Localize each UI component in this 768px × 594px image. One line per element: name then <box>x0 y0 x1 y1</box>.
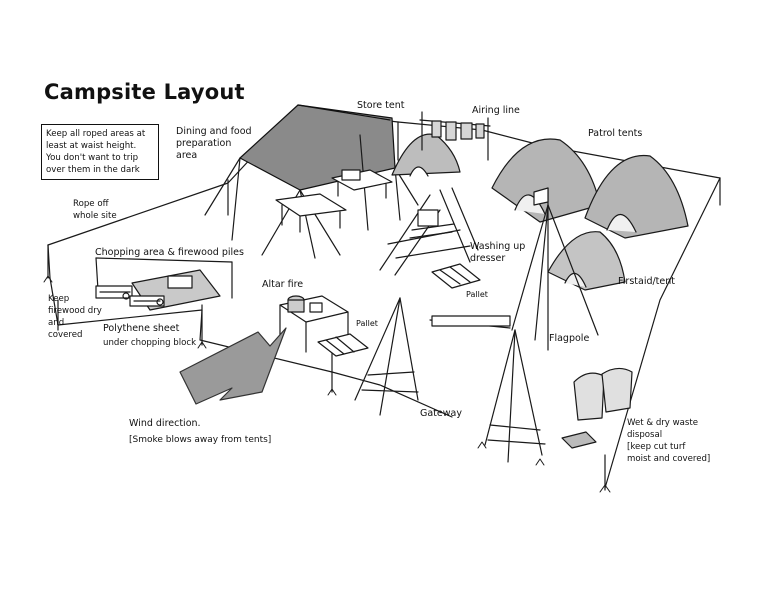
label-store-tent: Store tent <box>357 100 405 111</box>
label-altar-fire: Altar fire <box>262 279 304 290</box>
pallet-dresser <box>431 263 481 289</box>
label-pallet-dresser: Pallet <box>466 290 488 299</box>
label-patrol-tents: Patrol tents <box>588 128 643 139</box>
pallet-altar <box>317 333 369 357</box>
label-keep-firewood: Keep firewood dry and covered <box>48 294 102 340</box>
washing-up-dresser <box>379 187 479 276</box>
ground-tufts <box>43 275 611 493</box>
wind-arrow <box>179 327 287 405</box>
label-flagpole: Flagpole <box>549 333 590 344</box>
patrol-tents <box>491 138 689 239</box>
firstaid-tent <box>547 231 626 291</box>
label-dining-area: Dining and food preparation area <box>176 126 252 161</box>
label-washing-up: Washing up dresser <box>470 241 526 264</box>
label-smoke-note: [Smoke blows away from tents] <box>129 435 272 445</box>
label-airing-line: Airing line <box>472 105 520 116</box>
label-wind-direction: Wind direction. <box>129 418 201 429</box>
label-waste-disposal: Wet & dry waste disposal [keep cut turf … <box>627 418 711 464</box>
dining-shelter <box>204 104 419 259</box>
chopping-area <box>95 257 233 311</box>
flagpole <box>511 187 599 351</box>
gateway <box>354 297 546 463</box>
waste-bins <box>561 367 633 449</box>
airing-line <box>419 111 491 161</box>
label-gateway: Gateway <box>420 408 462 419</box>
altar-fire <box>279 295 349 353</box>
page-title: Campsite Layout <box>44 80 245 104</box>
label-rope-off: Rope off whole site <box>73 199 117 221</box>
label-under-chopping: under chopping block <box>103 338 197 348</box>
safety-note: Keep all roped areas at least at waist h… <box>41 124 159 180</box>
label-chopping-area: Chopping area & firewood piles <box>95 247 244 258</box>
label-polythene-sheet: Polythene sheet <box>103 323 180 334</box>
label-firstaid-tent: Firstaid/tent <box>618 276 675 287</box>
label-pallet-altar: Pallet <box>356 319 378 328</box>
